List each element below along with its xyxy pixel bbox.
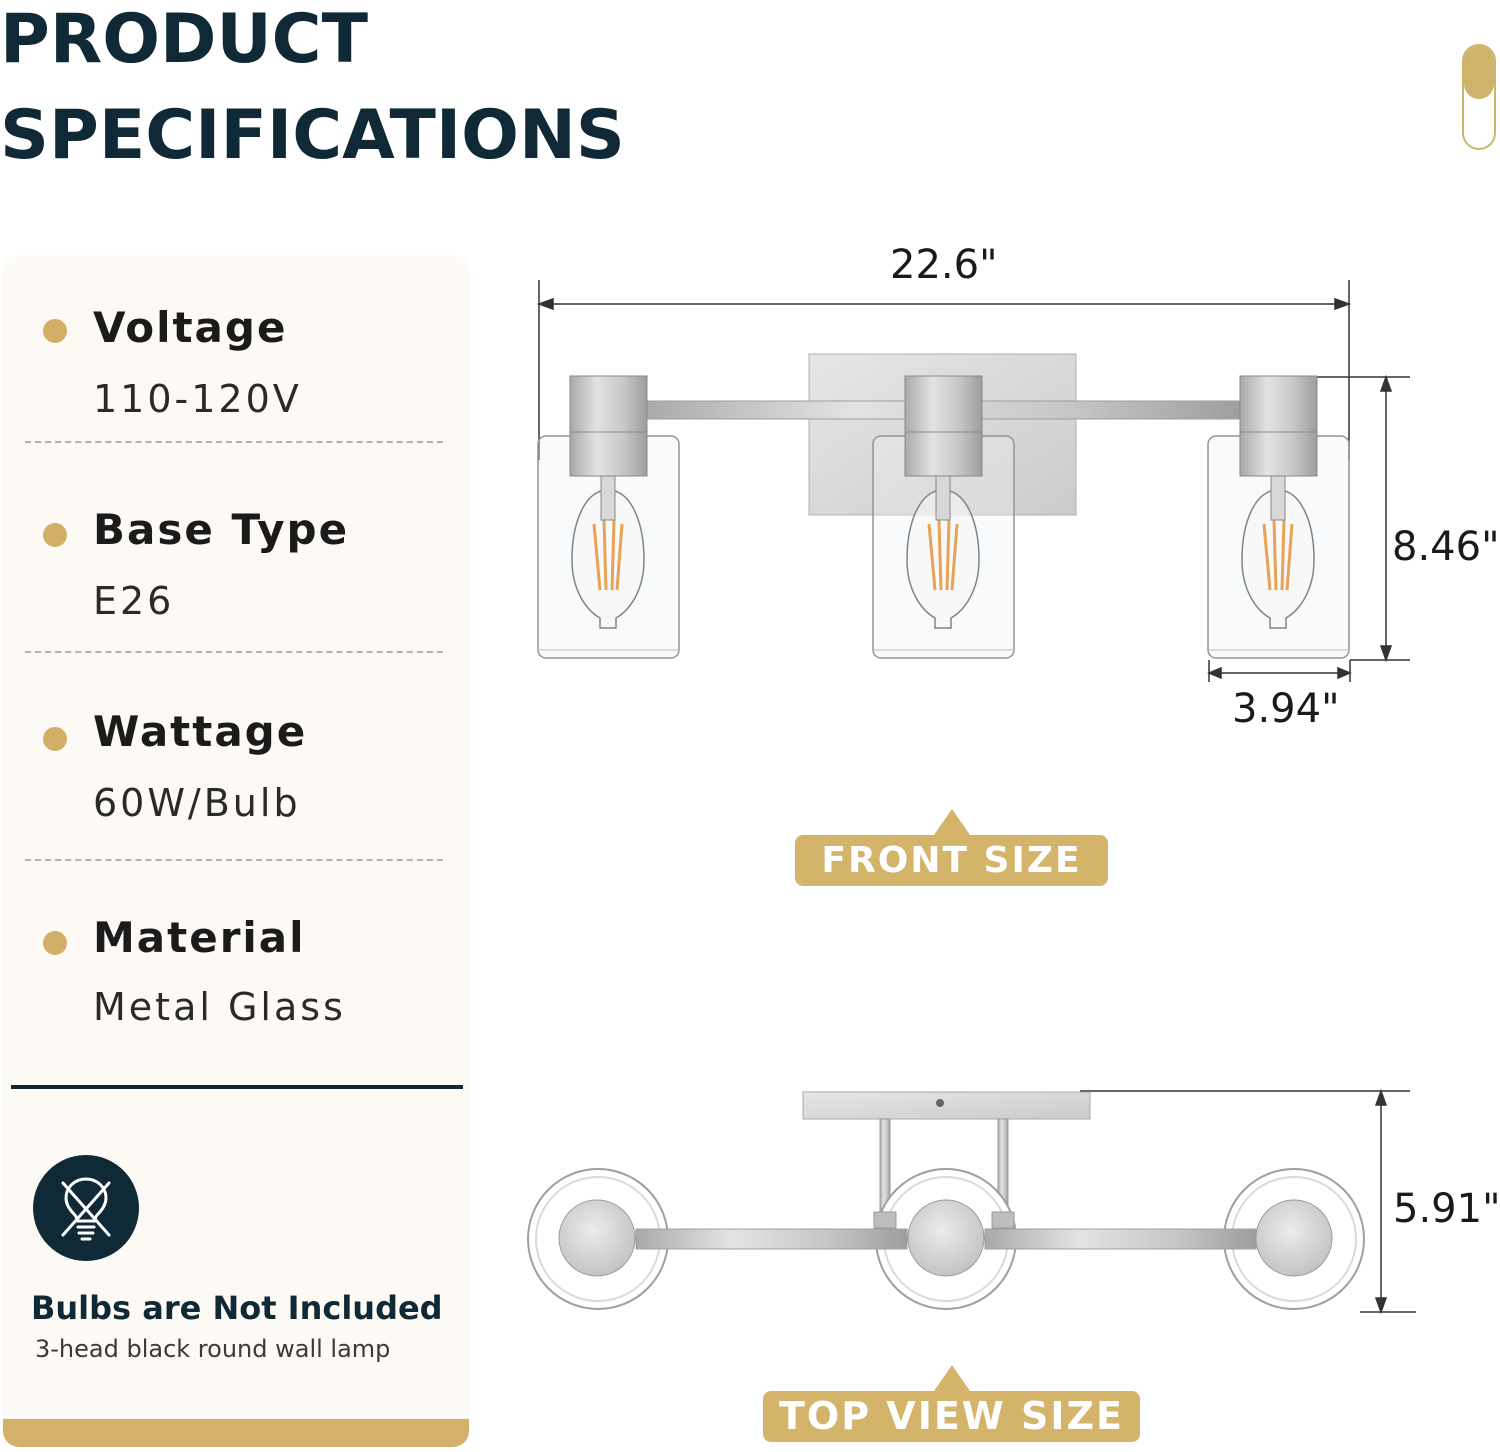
top-view (527, 1088, 1416, 1315)
spec-label: Material (93, 913, 306, 962)
height-dimension-line (1316, 374, 1410, 663)
shade-width-label: 3.94" (1232, 686, 1340, 732)
page-title: PRODUCT SPECIFICATIONS (0, 0, 625, 184)
front-size-label: FRONT SIZE (821, 840, 1082, 881)
top-view-size-label: TOP VIEW SIZE (779, 1394, 1124, 1438)
spec-value: 60W/Bulb (93, 781, 301, 825)
shade-width-dimension-line (1207, 660, 1352, 682)
width-dimension-line (536, 280, 1352, 460)
spec-value: Metal Glass (93, 985, 346, 1029)
front-shade-left (537, 375, 680, 659)
spec-value: E26 (93, 579, 175, 623)
title-line-1: PRODUCT (0, 0, 368, 79)
panel-accent-bar (3, 1419, 469, 1447)
brand-pill-icon (1462, 44, 1496, 150)
spec-value: 110-120V (93, 377, 302, 421)
front-shade-right (1207, 375, 1350, 659)
bullet-icon (43, 727, 67, 751)
front-size-tag: FRONT SIZE (795, 809, 1108, 886)
spec-label: Base Type (93, 505, 350, 554)
dashed-divider (25, 859, 443, 861)
front-view (536, 280, 1410, 682)
front-shade-center (872, 375, 1015, 659)
bulbs-subtitle: 3-head black round wall lamp (35, 1335, 391, 1363)
dashed-divider (25, 441, 443, 443)
spec-label: Wattage (93, 707, 308, 756)
bullet-icon (43, 319, 67, 343)
depth-dimension-line (1080, 1088, 1416, 1315)
height-label: 8.46" (1392, 524, 1500, 570)
top-view-size-tag: TOP VIEW SIZE (763, 1365, 1140, 1442)
spec-label: Voltage (93, 303, 288, 352)
dashed-divider (25, 651, 443, 653)
spec-panel: Voltage 110-120V Base Type E26 Wattage 6… (3, 255, 469, 1447)
bullet-icon (43, 931, 67, 955)
section-divider (11, 1085, 463, 1089)
depth-label: 5.91" (1393, 1186, 1500, 1232)
bulbs-note: Bulbs are Not Included (31, 1289, 443, 1327)
bullet-icon (43, 523, 67, 547)
width-label: 22.6" (890, 242, 998, 288)
no-bulb-icon (33, 1155, 139, 1261)
title-line-2: SPECIFICATIONS (0, 96, 625, 175)
